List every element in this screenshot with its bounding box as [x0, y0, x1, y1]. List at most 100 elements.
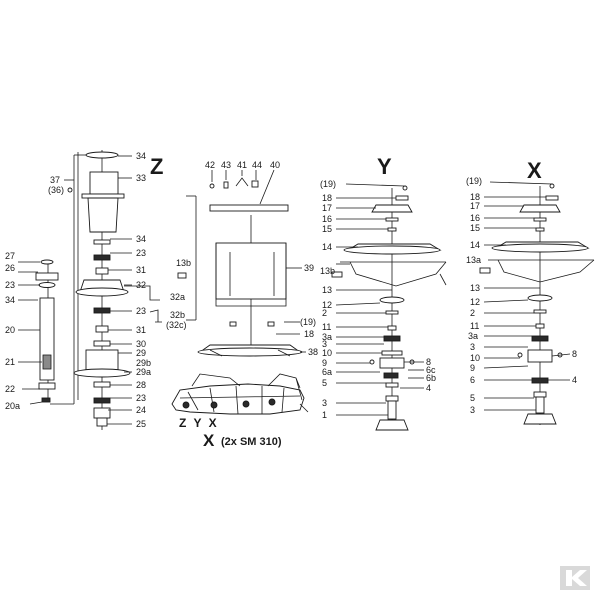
x-gearbox-stack	[479, 183, 595, 425]
label: 12	[322, 300, 332, 310]
label: 17	[470, 201, 480, 211]
label: 23	[136, 393, 146, 403]
mower-illustration: Z Y X X (2x SM 310)	[171, 373, 309, 450]
label: 13	[322, 285, 332, 295]
label: 12	[470, 297, 480, 307]
label: 4	[572, 375, 577, 385]
label: 5	[470, 393, 475, 403]
label: 32b	[170, 310, 185, 320]
label: (19)	[320, 179, 336, 189]
label: (36)	[48, 185, 64, 195]
label: 42	[205, 160, 215, 170]
label: 3	[322, 398, 327, 408]
label: 16	[470, 213, 480, 223]
label: 38	[308, 347, 318, 357]
z-left-labels: 27 26 23 34 20 21 22 20a	[5, 251, 20, 411]
label: 25	[136, 419, 146, 429]
z-right-labels: 34 33 34 23 31 32 23 31 30 29 29b 29a 28…	[136, 151, 151, 429]
label: 14	[322, 242, 332, 252]
y-right-labels: 8 6c 6b 4	[426, 357, 436, 393]
brand-logo	[560, 566, 590, 590]
group-letter-x: X	[527, 158, 542, 183]
label: 34	[5, 295, 15, 305]
label: 22	[5, 384, 15, 394]
z-shaft-assembly	[35, 259, 59, 403]
label: 40	[270, 160, 280, 170]
label: 3a	[468, 331, 478, 341]
label: 32a	[170, 292, 185, 302]
label: 6a	[322, 367, 332, 377]
label: 15	[470, 223, 480, 233]
label: (19)	[300, 317, 316, 327]
label: 8	[572, 349, 577, 359]
label: 9	[322, 358, 327, 368]
label: 3	[470, 405, 475, 415]
label: 28	[136, 380, 146, 390]
label: 13	[470, 283, 480, 293]
label: 39	[304, 263, 314, 273]
label: 32	[136, 280, 146, 290]
middle-assembly	[186, 169, 306, 357]
label: 11	[470, 321, 479, 331]
label: 20	[5, 325, 15, 335]
label: 2	[322, 308, 327, 318]
label: 34	[136, 151, 146, 161]
group-letter-z: Z	[150, 154, 163, 179]
label: 3a	[322, 332, 332, 342]
label: 29b	[136, 358, 151, 368]
label: 13b	[320, 266, 335, 276]
label: 5	[322, 378, 327, 388]
label: 30	[136, 339, 146, 349]
label: 29a	[136, 367, 151, 377]
x-left-labels: (19) 18 17 16 15 14 13a 13 12 2 11 3a 3 …	[466, 176, 482, 415]
label: 10	[470, 353, 480, 363]
label: 34	[136, 234, 146, 244]
label: 10	[322, 348, 332, 358]
label: 23	[136, 248, 146, 258]
caption-letter: X	[203, 431, 215, 450]
label: 6c	[426, 365, 436, 375]
label: 13a	[466, 255, 481, 265]
label: 3	[470, 342, 475, 352]
z-leader-lines	[18, 154, 132, 425]
label: 20a	[5, 401, 20, 411]
label: 8	[426, 357, 431, 367]
label: 26	[5, 263, 15, 273]
z-gearbox-stack	[73, 150, 131, 430]
y-leader-lines	[335, 183, 424, 416]
label: 1	[322, 410, 327, 420]
label: 31	[136, 325, 146, 335]
label: 31	[136, 265, 146, 275]
label: 29	[136, 348, 146, 358]
label: 24	[136, 405, 146, 415]
caption-note: (2x SM 310)	[221, 436, 282, 448]
label: 18	[304, 329, 314, 339]
label: 23	[5, 280, 15, 290]
label: 14	[470, 240, 480, 250]
label: 6	[470, 375, 475, 385]
zyx-marker-text: Z Y X	[179, 416, 219, 430]
label: 17	[322, 203, 332, 213]
y-left-labels: (19) 18 17 16 15 14 13b 13 12 2 11 3a 3 …	[320, 179, 336, 420]
label: 18	[322, 193, 332, 203]
label: 41	[237, 160, 247, 170]
label: 21	[5, 357, 15, 367]
y-gearbox-stack	[331, 185, 447, 431]
label: 15	[322, 224, 332, 234]
x-right-labels: 8 4	[572, 349, 577, 385]
label: 9	[470, 363, 475, 373]
x-leader-lines	[483, 181, 571, 411]
label: 44	[252, 160, 262, 170]
label: 6b	[426, 373, 436, 383]
label: 4	[426, 383, 431, 393]
label: 16	[322, 214, 332, 224]
z-misc-labels: 37 (36) 13b 32a 32b (32c)	[48, 175, 191, 330]
label: 18	[470, 192, 480, 202]
label: (19)	[466, 176, 482, 186]
group-letter-y: Y	[377, 154, 392, 179]
label: 43	[221, 160, 231, 170]
label: (32c)	[166, 320, 187, 330]
label: 23	[136, 306, 146, 316]
label: 37	[50, 175, 60, 185]
